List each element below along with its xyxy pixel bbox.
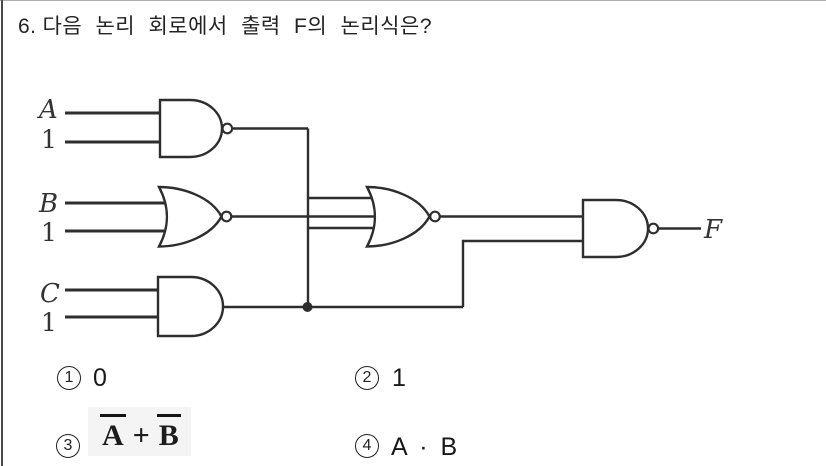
nand-output-bubble-icon [647, 222, 660, 235]
nor-middle-bubble-icon [429, 210, 441, 223]
option-3-formula: A+B [88, 407, 191, 456]
left-border [1, 0, 3, 466]
output-wires [223, 215, 701, 309]
nor-gate-b [156, 185, 223, 248]
riser-wire [461, 239, 583, 307]
and-gate-c [156, 275, 225, 338]
question-title: 6.다음 논리 회로에서 출력 F의 논리식은? [18, 10, 432, 40]
inverter-bubbles [220, 122, 660, 235]
nand-gate-a [158, 98, 224, 159]
internal-wires [231, 127, 393, 307]
input-label-b: B [38, 189, 58, 219]
plus-operator: + [132, 419, 150, 452]
question-text: 다음 논리 회로에서 출력 F의 논리식은? [42, 15, 432, 38]
overline-a-term: A [100, 414, 126, 451]
option-1-marker: 1 [57, 366, 81, 390]
option-2-marker: 2 [355, 366, 379, 390]
gates [156, 98, 650, 338]
question-number: 6. [18, 15, 37, 38]
overline-b-term: B [156, 414, 181, 451]
option-4-label: A · B [391, 433, 458, 461]
junction-dot [302, 302, 313, 312]
output-label-f: F [703, 215, 723, 245]
input-wires [65, 111, 174, 319]
input-label-a: A [37, 95, 58, 125]
option-4-marker: 4 [355, 434, 379, 458]
option-3-marker: 3 [56, 434, 80, 458]
nand-a-bubble-icon [221, 122, 234, 135]
nor-b-bubble-icon [220, 210, 233, 223]
nand-gate-output [581, 198, 650, 259]
input-value-a: 1 [41, 125, 57, 154]
option-1-label: 0 [93, 364, 107, 392]
top-border [0, 0, 826, 1]
nor-gate-middle [364, 185, 431, 248]
input-label-c: C [40, 279, 60, 309]
input-value-c: 1 [41, 308, 57, 337]
input-value-b: 1 [41, 218, 57, 247]
option-2-label: 1 [392, 364, 406, 392]
